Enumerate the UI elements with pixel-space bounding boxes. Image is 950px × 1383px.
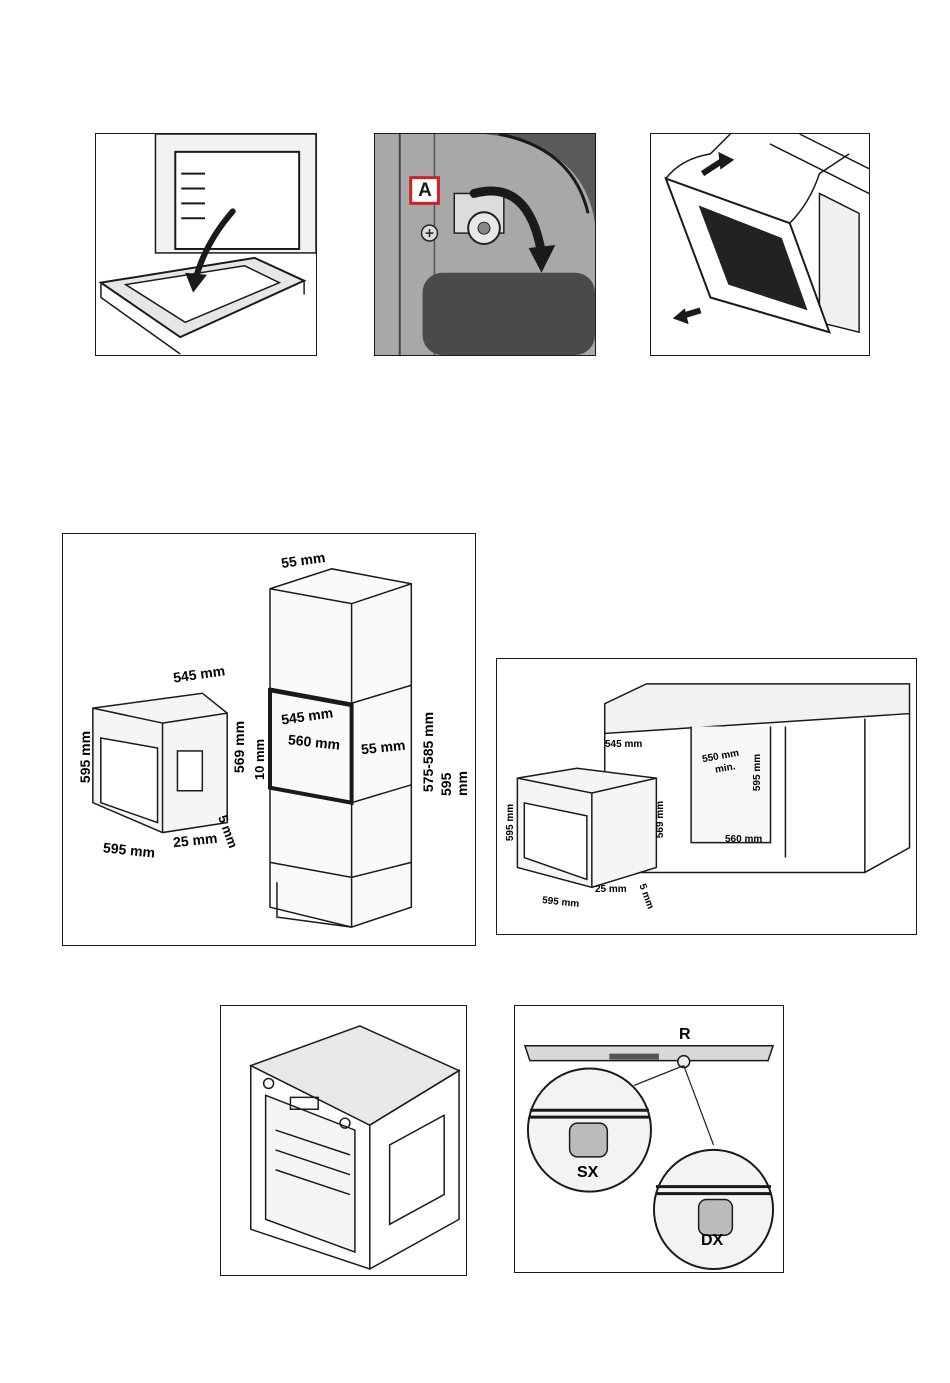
oven-fitting-illustration [221, 1006, 466, 1275]
marker-a-label: A [411, 178, 439, 204]
column-install-illustration [63, 534, 475, 945]
label-dx: DX [701, 1232, 723, 1250]
label-10mm: 10 mm [252, 739, 267, 780]
figure-oven-fitting [220, 1005, 467, 1276]
figure-column-install: 55 mm 545 mm 560 mm 55 mm 575-585 mm 595… [62, 533, 476, 946]
label-595mm-height: 595 mm [77, 731, 93, 783]
undercounter-install-illustration [497, 659, 916, 934]
figure-door-open [95, 133, 317, 356]
label-595mm-column: 595 mm [438, 754, 470, 796]
label-25mm: 25 mm [595, 884, 627, 895]
leveling-illustration [515, 1006, 783, 1272]
label-595mm-cutout: 595 mm [752, 754, 763, 791]
label-595mm-height: 595 mm [505, 804, 516, 841]
figure-leveling: R SX DX [514, 1005, 784, 1273]
label-sx: SX [577, 1164, 598, 1182]
figure-hinge: A [374, 133, 596, 356]
hinge-illustration [375, 134, 595, 355]
label-560mm: 560 mm [725, 834, 762, 845]
door-open-illustration [96, 134, 316, 355]
label-545mm: 545 mm [605, 739, 642, 750]
label-569mm: 569 mm [655, 801, 666, 838]
figure-undercounter-install: 545 mm 550 mm min. 595 mm 560 mm 595 mm … [496, 658, 917, 935]
door-remove-illustration [651, 134, 869, 355]
label-569mm: 569 mm [231, 721, 247, 773]
label-r: R [679, 1026, 691, 1044]
label-575-585mm: 575-585 mm [420, 712, 436, 792]
figure-door-remove [650, 133, 870, 356]
